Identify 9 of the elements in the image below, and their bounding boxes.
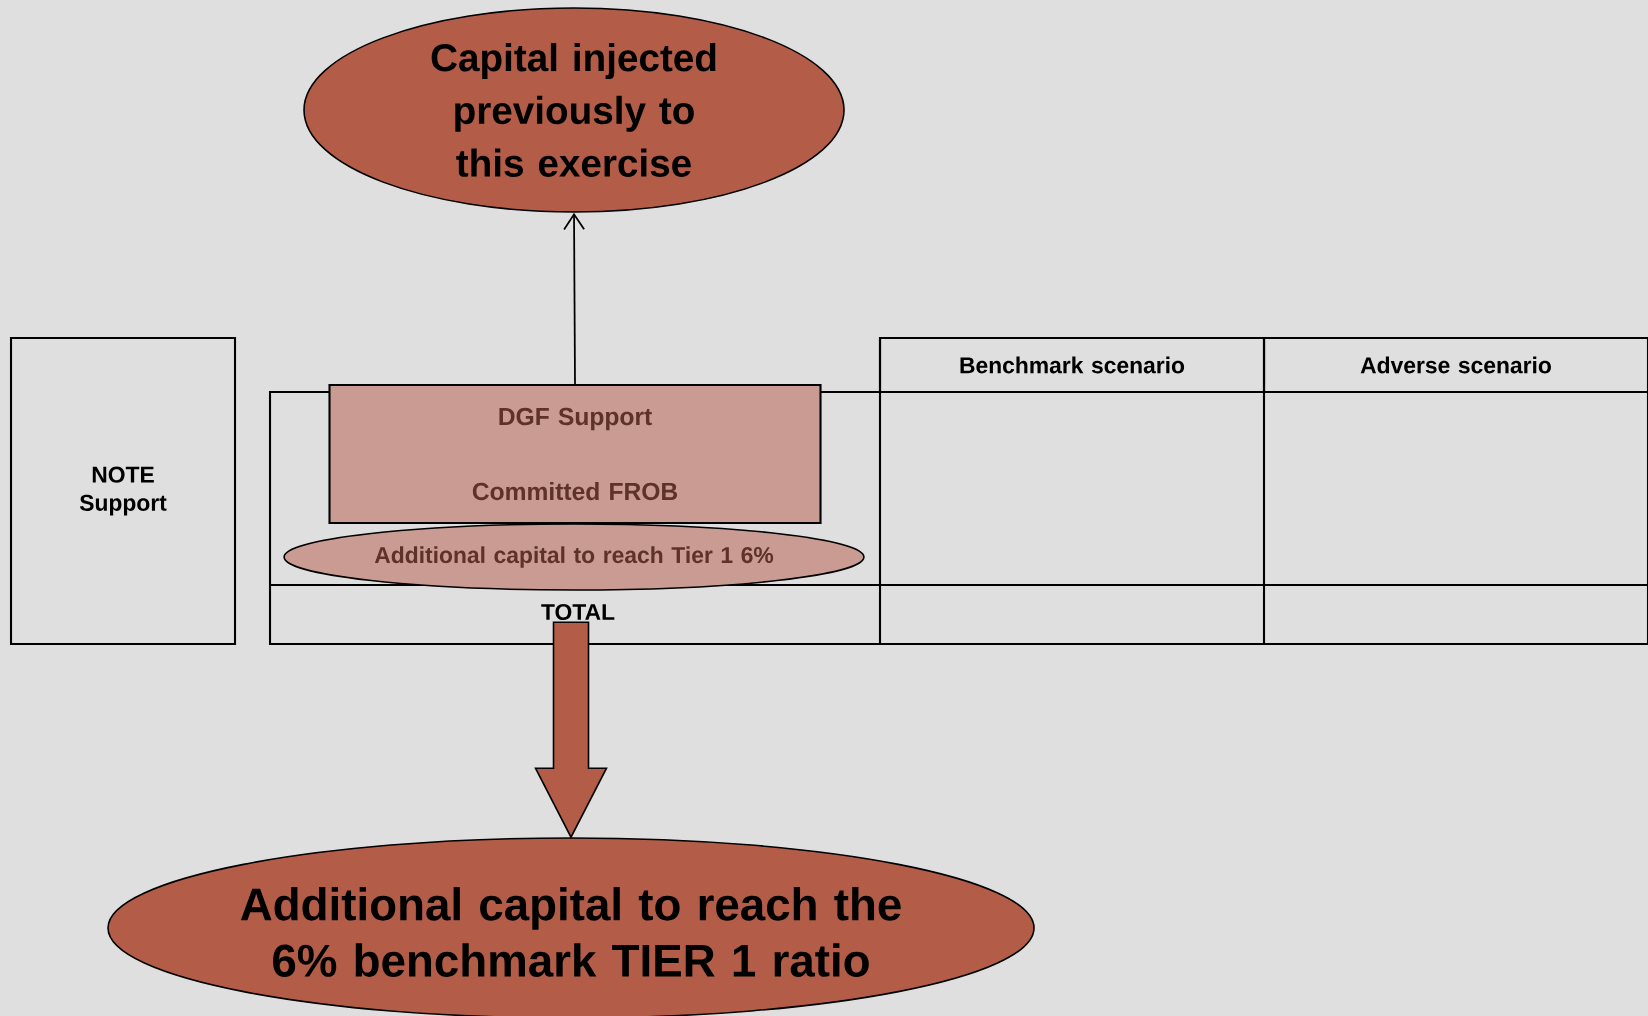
table-header-cell: Adverse scenario — [1262, 336, 1648, 394]
note-box: NOTE Support — [9, 336, 237, 646]
oval-box: Capital injected previously to this exercise — [303, 7, 845, 213]
table-row-label: TOTAL — [541, 603, 615, 621]
arrow — [563, 212, 585, 385]
table-header-cell: Benchmark scenario — [878, 336, 1266, 394]
arrow — [534, 621, 608, 839]
support-box: DGF Support Committed FROB — [328, 383, 822, 525]
oval-box: Additional capital to reach Tier 1 6% — [283, 523, 865, 591]
